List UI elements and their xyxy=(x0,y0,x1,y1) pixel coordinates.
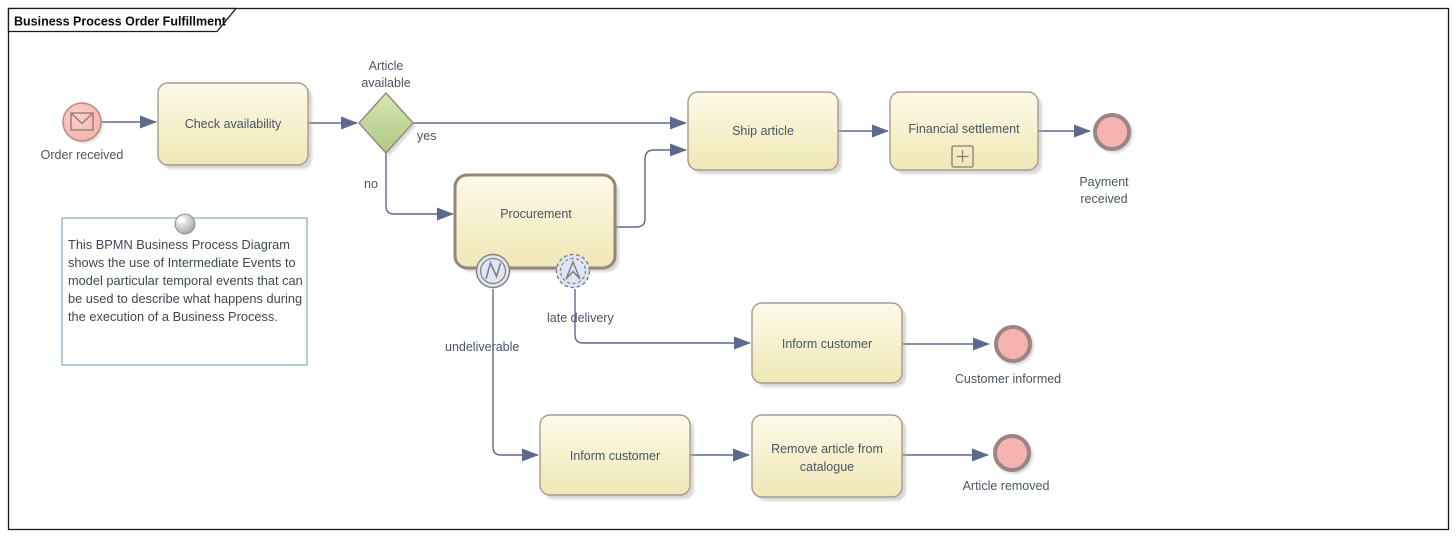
end-event-label: Customer informed xyxy=(955,372,1061,386)
note-line: the execution of a Business Process. xyxy=(68,309,278,324)
envelope-icon xyxy=(70,112,94,131)
task-label: Inform customer xyxy=(782,337,872,351)
note-line: This BPMN Business Process Diagram xyxy=(68,237,290,252)
task-box[interactable] xyxy=(889,91,1039,171)
flow-undeliverable-to-inform[interactable] xyxy=(492,289,539,462)
annotation-note[interactable]: This BPMN Business Process Diagram shows… xyxy=(61,213,308,366)
task-label: Check availability xyxy=(185,117,282,131)
boundary-event-error[interactable]: undeliverable xyxy=(445,253,519,355)
error-flow-label: undeliverable xyxy=(445,340,519,354)
task-procurement[interactable]: Procurement xyxy=(453,173,619,272)
flow-late-delivery-to-inform[interactable] xyxy=(574,289,751,350)
task-label: Financial settlement xyxy=(908,122,1020,136)
end-event-customer-informed[interactable]: Customer informed xyxy=(955,325,1061,386)
end-event-label: Article removed xyxy=(963,479,1050,493)
task-label-line1: Remove article from xyxy=(771,442,883,456)
gateway-article-available[interactable]: Article available yes no xyxy=(358,59,436,191)
start-event-label: Order received xyxy=(41,148,124,162)
boundary-event-inner-ring xyxy=(479,257,507,285)
task-label: Ship article xyxy=(732,124,794,138)
task-label-line2: catalogue xyxy=(800,460,854,474)
end-event-circle[interactable] xyxy=(1093,113,1131,151)
boundary-event-escalation[interactable]: late delivery xyxy=(547,253,614,326)
gateway-yes-label: yes xyxy=(417,129,436,143)
task-remove-article[interactable]: Remove article from catalogue xyxy=(751,414,906,501)
error-lightning-icon xyxy=(485,260,502,280)
task-inform-customer-late[interactable]: Inform customer xyxy=(751,302,906,387)
task-box[interactable] xyxy=(687,91,839,171)
gateway-label-line2: available xyxy=(361,76,410,90)
note-pin-icon xyxy=(174,213,196,235)
start-event-order-received[interactable]: Order received xyxy=(41,102,124,162)
task-box[interactable] xyxy=(751,414,903,498)
task-label: Inform customer xyxy=(570,449,660,463)
boundary-event-circle[interactable] xyxy=(475,253,511,289)
end-event-circle[interactable] xyxy=(994,325,1032,363)
flow-gateway-no-to-procurement[interactable] xyxy=(385,153,454,221)
boundary-event-inner-ring xyxy=(559,257,587,285)
gateway-diamond[interactable] xyxy=(358,91,414,155)
task-financial-settlement[interactable]: Financial settlement xyxy=(889,91,1042,174)
subprocess-plus-icon[interactable] xyxy=(951,145,974,168)
end-event-circle[interactable] xyxy=(993,434,1031,472)
task-inform-customer-undeliverable[interactable]: Inform customer xyxy=(539,414,694,499)
task-box[interactable] xyxy=(751,302,903,384)
gateway-label-line1: Article xyxy=(369,59,404,73)
task-box[interactable] xyxy=(453,173,617,270)
task-check-availability[interactable]: Check availability xyxy=(157,82,312,169)
sequence-flows xyxy=(101,115,1091,462)
task-box[interactable] xyxy=(157,82,309,166)
start-event-circle[interactable] xyxy=(62,102,102,142)
note-line: model particular temporal events that ca… xyxy=(68,273,303,288)
escalation-flow-label: late delivery xyxy=(547,311,614,325)
gateway-no-label: no xyxy=(364,177,378,191)
end-event-label-line2: received xyxy=(1080,192,1127,206)
end-event-payment-received[interactable]: Payment received xyxy=(1079,113,1133,206)
note-pin-highlight xyxy=(177,217,185,223)
note-line: be used to describe what happens during xyxy=(68,291,302,306)
diagram-title: Business Process Order Fulfillment xyxy=(14,15,227,29)
end-event-article-removed[interactable]: Article removed xyxy=(963,434,1050,493)
end-event-label-line1: Payment xyxy=(1079,175,1129,189)
diagram-title-tab xyxy=(7,7,238,33)
flow-procurement-to-ship[interactable] xyxy=(615,143,687,228)
note-line: shows the use of Intermediate Events to xyxy=(68,255,296,270)
task-ship-article[interactable]: Ship article xyxy=(687,91,842,174)
escalation-arrow-icon xyxy=(565,260,581,280)
task-label: Procurement xyxy=(500,207,572,221)
task-box[interactable] xyxy=(539,414,691,496)
